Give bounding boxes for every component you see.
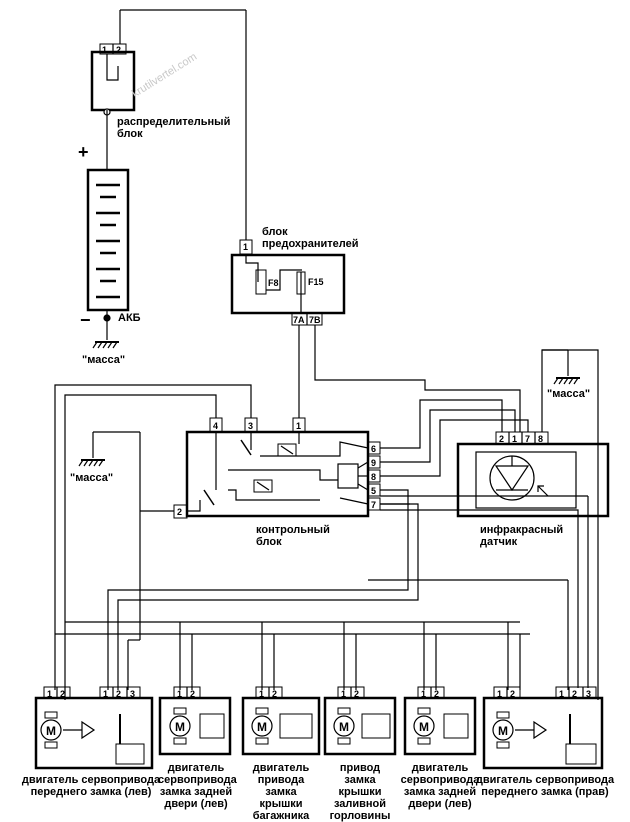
distribution-block bbox=[90, 9, 247, 240]
label-motor-fuel: привод замка крышки заливной горловины bbox=[329, 762, 391, 822]
label-motor-trunk: двигатель привода замка крышки багажника bbox=[252, 762, 310, 822]
pin-m1-1: 1 bbox=[47, 689, 53, 699]
pin-m6-2: 2 bbox=[510, 689, 516, 699]
pin-m4-2: 2 bbox=[354, 689, 360, 699]
label-motor-front-right: двигатель сервопривода переднего замка (… bbox=[475, 774, 615, 798]
pin-fuse-in: 1 bbox=[243, 242, 249, 252]
motor-symbol-4: M bbox=[339, 720, 349, 734]
battery bbox=[86, 168, 130, 340]
pin-cb-8: 8 bbox=[371, 472, 377, 482]
motor-symbol-3: M bbox=[257, 720, 267, 734]
pin-dist-1: 1 bbox=[102, 45, 108, 55]
pin-cb-7: 7 bbox=[371, 500, 377, 510]
label-motor-rear-left: двигатель сервопривода замка задней двер… bbox=[158, 762, 237, 810]
pin-fuse-7a: 7А bbox=[293, 315, 305, 325]
motor-unit-front-left bbox=[34, 686, 154, 770]
label-motor-front-left: двигатель сервопривода переднего замка (… bbox=[21, 774, 161, 798]
motor-unit-rear-right bbox=[403, 686, 477, 756]
pin-fuse-7b: 7В bbox=[309, 315, 321, 325]
pin-m6-s1: 1 bbox=[559, 689, 565, 699]
label-plus: + bbox=[78, 142, 89, 162]
motor-symbol-1: M bbox=[46, 724, 56, 738]
motor-symbol-5: M bbox=[419, 720, 429, 734]
label-ir-sensor: инфракрасный датчик bbox=[480, 524, 564, 548]
wiring bbox=[54, 325, 599, 700]
label-fuse-f15: F15 bbox=[308, 277, 324, 287]
pin-m1-s1: 1 bbox=[103, 689, 109, 699]
ground-symbol-left bbox=[78, 431, 141, 640]
motor-unit-trunk bbox=[241, 686, 321, 756]
fuse-block bbox=[230, 239, 346, 326]
pin-m3-1: 1 bbox=[259, 689, 265, 699]
motor-unit-fuel bbox=[323, 686, 397, 756]
pin-cb-1: 1 bbox=[296, 421, 302, 431]
pin-cb-6: 6 bbox=[371, 444, 377, 454]
label-ground-left: "масса" bbox=[70, 472, 114, 484]
pin-ir-1: 1 bbox=[512, 434, 518, 444]
pin-cb-2: 2 bbox=[177, 507, 183, 517]
label-control-block: контрольный блок bbox=[256, 524, 330, 548]
ground-symbol-right bbox=[553, 350, 580, 385]
motor-symbol-6: M bbox=[498, 724, 508, 738]
control-block bbox=[173, 417, 381, 519]
pin-m3-2: 2 bbox=[272, 689, 278, 699]
pin-m1-s3: 3 bbox=[130, 689, 136, 699]
label-minus: − bbox=[80, 310, 91, 330]
pin-m4-1: 1 bbox=[341, 689, 347, 699]
label-fuse-block: блок предохранителей bbox=[262, 226, 359, 250]
pin-m2-1: 1 bbox=[177, 689, 183, 699]
label-battery: АКБ bbox=[118, 312, 141, 324]
pin-ir-2: 2 bbox=[499, 434, 505, 444]
pin-ir-8: 8 bbox=[538, 434, 544, 444]
pin-m2-2: 2 bbox=[190, 689, 196, 699]
pin-cb-3: 3 bbox=[248, 421, 254, 431]
pin-m6-s2: 2 bbox=[572, 689, 578, 699]
ir-sensor bbox=[456, 431, 610, 518]
motor-unit-rear-left bbox=[158, 686, 232, 756]
motor-unit-front-right bbox=[482, 686, 604, 770]
pin-m6-1: 1 bbox=[497, 689, 503, 699]
ground-symbol-battery bbox=[92, 341, 119, 349]
label-distribution-block: распределительный блок bbox=[117, 116, 231, 140]
label-motor-rear-right: двигатель сервопривода замка задней двер… bbox=[400, 762, 480, 810]
pin-m6-s3: 3 bbox=[586, 689, 592, 699]
pin-m5-1: 1 bbox=[421, 689, 427, 699]
label-ground-battery: "масса" bbox=[82, 354, 126, 366]
label-ground-right: "масса" bbox=[547, 388, 591, 400]
pin-m1-s2: 2 bbox=[116, 689, 122, 699]
pin-m1-2: 2 bbox=[60, 689, 66, 699]
motor-symbol-2: M bbox=[175, 720, 185, 734]
pin-dist-2: 2 bbox=[116, 45, 122, 55]
pin-m5-2: 2 bbox=[434, 689, 440, 699]
label-fuse-f8: F8 bbox=[268, 278, 279, 288]
pin-cb-9: 9 bbox=[371, 458, 377, 468]
pin-cb-4: 4 bbox=[213, 421, 219, 431]
pin-cb-5: 5 bbox=[371, 486, 377, 496]
pin-ir-7: 7 bbox=[525, 434, 531, 444]
